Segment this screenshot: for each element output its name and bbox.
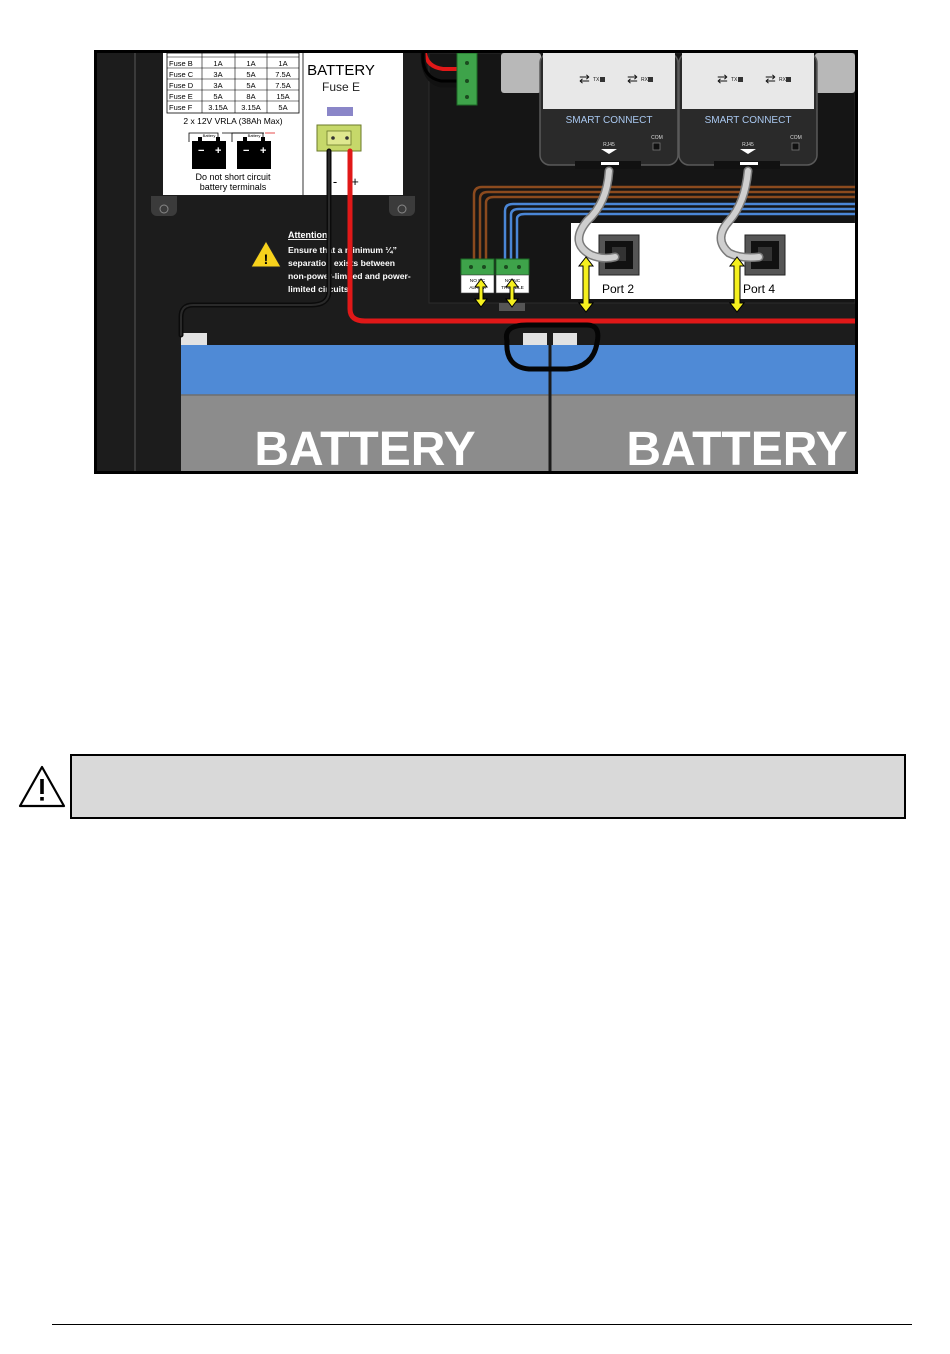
warning-triangle-icon xyxy=(18,765,66,808)
fuse-row-name: Fuse D xyxy=(169,81,194,90)
battery-fuse-title: BATTERY xyxy=(307,62,375,79)
minus-sign: − xyxy=(198,145,204,157)
battery-schematic: Battery Battery − + − + xyxy=(188,132,275,169)
module-bracket-right xyxy=(815,53,855,93)
fuse-row-value: 1A xyxy=(213,59,222,68)
fuse-row-value: 3A xyxy=(213,81,222,90)
attention-line: limited circuits. xyxy=(288,284,351,294)
footer-rule xyxy=(52,1324,912,1325)
battery-fuse-label: BATTERY Fuse E - + xyxy=(302,53,375,195)
rx-label: RX xyxy=(779,77,787,83)
spacing-arrow-3 xyxy=(577,256,595,313)
com-label: COM xyxy=(651,135,663,141)
battery-mini-label: Battery xyxy=(248,133,261,138)
smart-connect-module-2: ⇄ TX ⇄ RX SMART CONNECT RJ45 COM xyxy=(678,53,818,169)
tx-led xyxy=(738,77,743,82)
warning-triangle-icon xyxy=(250,239,282,268)
routed-signal-wires xyxy=(472,185,855,263)
tx-led xyxy=(600,77,605,82)
port-2-label: Port 2 xyxy=(602,282,634,296)
fuse-row-value: 7.5A xyxy=(275,70,290,79)
port-4-label: Port 4 xyxy=(743,282,775,296)
smart-connect-logo: SMART CONNECT xyxy=(566,115,653,126)
fuse-row-value: 8A xyxy=(246,92,255,101)
battery-left-label: BATTERY xyxy=(254,423,475,471)
battery-mini-label: Battery xyxy=(203,133,216,138)
fuse-row-value: 3.15A xyxy=(208,103,228,112)
com-label: COM xyxy=(790,135,802,141)
rj45-pointer-icon xyxy=(601,149,617,154)
rx-label: RX xyxy=(641,77,649,83)
plus-sign: + xyxy=(260,145,266,157)
fuse-row-value: 7.5A xyxy=(275,81,290,90)
smart-connect-logo: SMART CONNECT xyxy=(705,115,792,126)
attention-line: separation exists between xyxy=(288,258,395,268)
wiring-diagram-figure: Fuse B 1A 1A 1A Fuse C 3A 5A 7.5A Fuse D… xyxy=(94,50,858,474)
rx-arrows-icon: ⇄ xyxy=(765,71,776,86)
battery-terminal-right-minus xyxy=(553,333,577,345)
short-circuit-warning-line2: battery terminals xyxy=(200,182,267,192)
fuse-row-name: Fuse B xyxy=(169,59,193,68)
patch-cables xyxy=(574,166,764,263)
module-bracket-left xyxy=(501,53,541,93)
fuse-row-value: 1A xyxy=(278,59,287,68)
fuse-icon xyxy=(327,107,353,116)
fuse-row-value: 5A xyxy=(213,92,222,101)
fuse-row-value: 3.15A xyxy=(241,103,261,112)
tx-label: TX xyxy=(731,77,738,83)
terminal-plus-label: + xyxy=(351,174,359,189)
tx-arrows-icon: ⇄ xyxy=(717,71,728,86)
mount-screw-left xyxy=(151,196,177,216)
rj45-label: RJ45 xyxy=(742,142,754,148)
fuse-table: Fuse B 1A 1A 1A Fuse C 3A 5A 7.5A Fuse D… xyxy=(166,53,300,114)
vrla-label: 2 x 12V VRLA (38Ah Max) xyxy=(183,116,282,126)
fuse-row-name: Fuse C xyxy=(169,70,194,79)
spacing-arrow-4 xyxy=(728,256,746,313)
tx-label: TX xyxy=(593,77,600,83)
terminal-minus-label: - xyxy=(333,174,337,189)
fuse-row-value: 5A xyxy=(246,81,255,90)
alarm-terminal-block: NO NC ALARM xyxy=(460,258,495,294)
separation-arrows xyxy=(474,256,746,313)
fuse-row-value: 15A xyxy=(276,92,289,101)
battery-right: BATTERY xyxy=(551,345,855,471)
smart-connect-module-1: ⇄ TX ⇄ RX SMART CONNECT RJ45 COM xyxy=(539,53,679,169)
top-wiring xyxy=(420,53,460,88)
tx-arrows-icon: ⇄ xyxy=(579,71,590,86)
rj45-pointer-icon xyxy=(740,149,756,154)
battery-left: BATTERY xyxy=(181,345,549,471)
plus-sign: + xyxy=(215,145,221,157)
label-sheet xyxy=(163,53,403,195)
attention-line: Ensure that a minimum ¼” xyxy=(288,245,397,255)
com-led xyxy=(652,142,661,151)
rj45-label: RJ45 xyxy=(603,142,615,148)
com-led xyxy=(791,142,800,151)
fuse-e-label: Fuse E xyxy=(322,80,360,94)
battery-right-label: BATTERY xyxy=(626,423,847,471)
alarm-label: ALARM xyxy=(469,285,486,291)
fuse-row-value: 3A xyxy=(213,70,222,79)
fuse-row-value: 5A xyxy=(246,70,255,79)
mount-screw-right xyxy=(389,196,415,216)
fuse-row-value: 1A xyxy=(246,59,255,68)
fuse-row-name: Fuse E xyxy=(169,92,193,101)
rx-led xyxy=(648,77,653,82)
spacing-arrow-2 xyxy=(505,278,519,308)
rx-led xyxy=(786,77,791,82)
short-circuit-warning-line1: Do not short circuit xyxy=(195,172,271,182)
alarm-no-nc-label: NO NC xyxy=(470,278,486,284)
exclamation-mark: ! xyxy=(264,251,269,267)
fuse-row-name: Fuse F xyxy=(169,103,193,112)
warning-box xyxy=(70,754,906,819)
spacing-arrow-1 xyxy=(474,278,488,308)
rx-arrows-icon: ⇄ xyxy=(627,71,638,86)
fuse-row-value: 5A xyxy=(278,103,287,112)
battery-terminal-left-plus xyxy=(523,333,547,345)
battery-terminal-left-minus xyxy=(181,333,207,345)
power-wires xyxy=(178,148,855,372)
minus-sign: − xyxy=(243,145,249,157)
attention-heading: Attention: xyxy=(288,230,331,240)
